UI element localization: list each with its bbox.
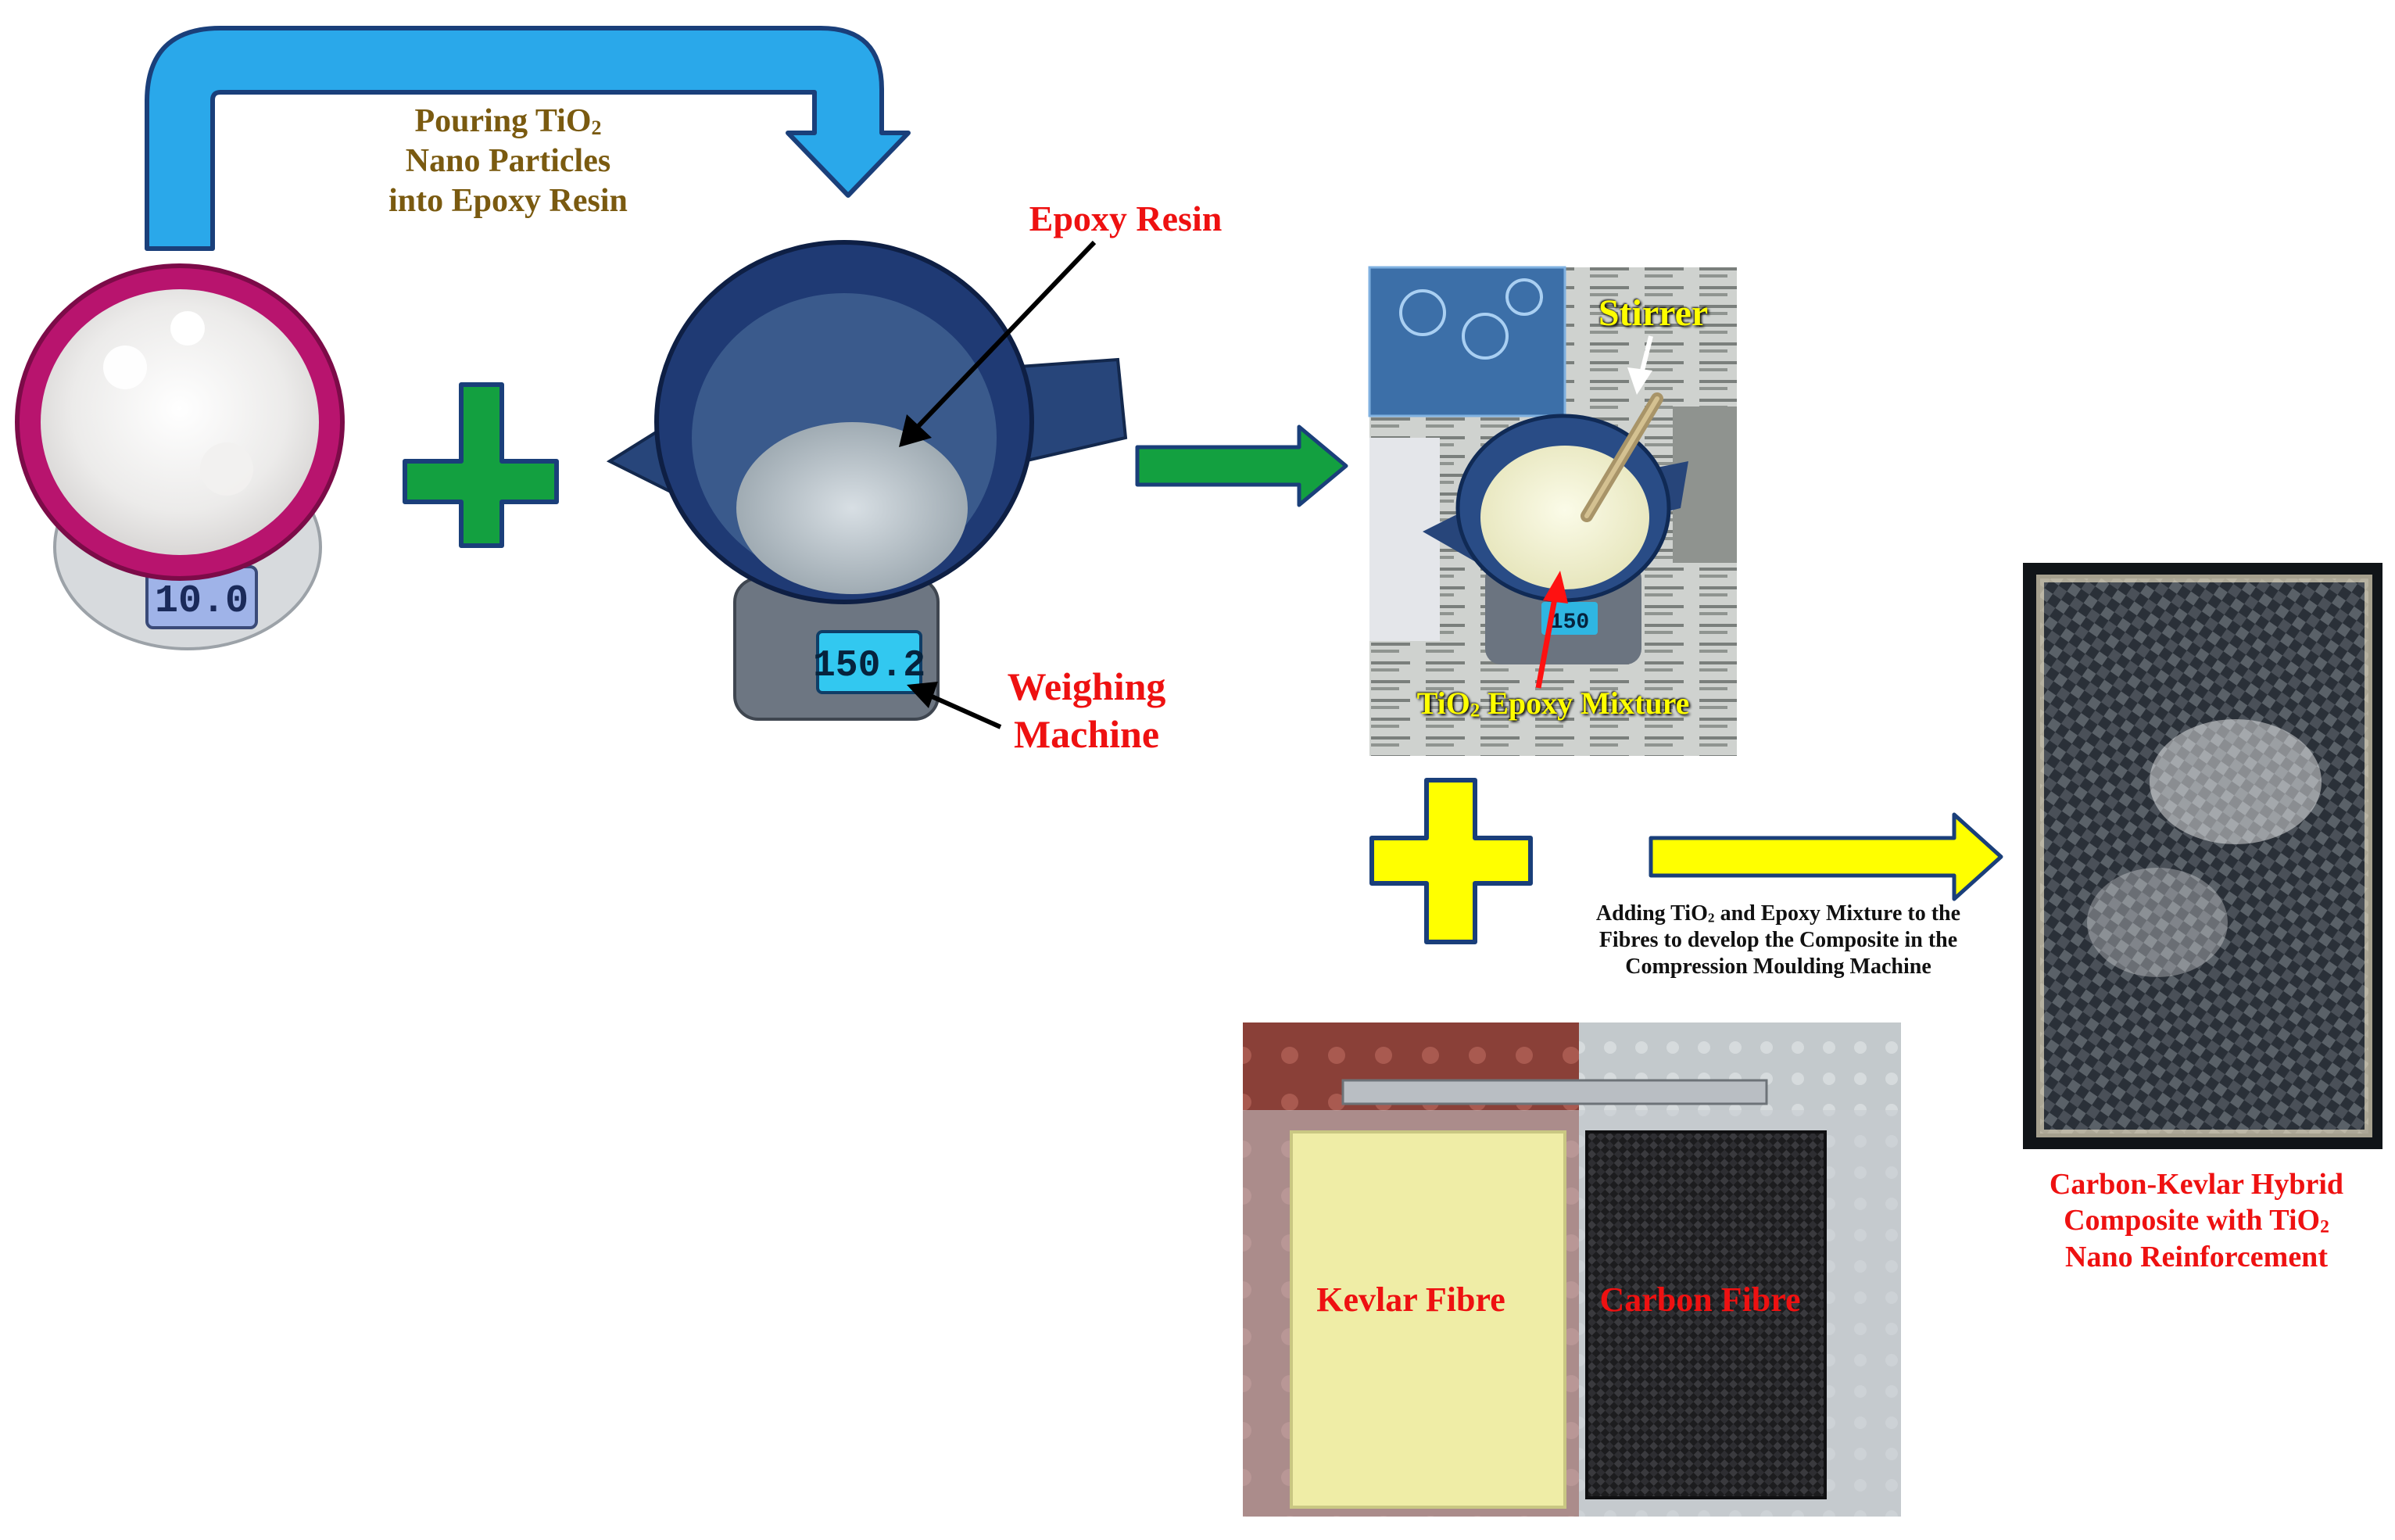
- composite-glare: [2150, 719, 2322, 844]
- result-label-subscript: 2: [2320, 1216, 2329, 1237]
- steel-ruler: [1341, 1079, 1768, 1105]
- mixture-label-pre: TiO: [1416, 686, 1470, 721]
- mixture-label-subscript: 2: [1470, 700, 1480, 722]
- result-label-line2-pre: Composite with TiO: [2064, 1204, 2321, 1237]
- result-label-line3: Nano Reinforcement: [2065, 1240, 2328, 1273]
- adding-label-line2: Fibres to develop the Composite in the: [1598, 928, 1958, 953]
- carbon-fabric: [1585, 1130, 1827, 1499]
- green-right-arrow: [1135, 424, 1348, 507]
- pour-arrow-shape: [145, 26, 911, 251]
- kevlar-fibre-label: Kevlar Fibre: [1316, 1280, 1505, 1319]
- weighing-machine-pointer: [907, 682, 1002, 729]
- resin-scale-readout: 150.2: [813, 645, 925, 687]
- powder-scale-readout: 10.0: [155, 579, 249, 624]
- epoxy-jug-on-scale-photo: 150.2: [606, 240, 1128, 721]
- epoxy-resin-pointer: [899, 240, 1097, 447]
- jug-scale-display: [816, 630, 922, 694]
- kevlar-fabric: [1290, 1130, 1566, 1509]
- pouring-label-subscript: 2: [591, 116, 602, 139]
- adding-label-subscript: 2: [1707, 910, 1715, 926]
- carbon-fibre-label: Carbon Fibre: [1599, 1280, 1801, 1319]
- weighing-machine-label: Weighing Machine: [969, 663, 1204, 758]
- fibres-photo: [1243, 1022, 1901, 1517]
- weighing-label-line1: Weighing: [1007, 664, 1166, 708]
- stirrer-pointer: [1627, 335, 1653, 395]
- mixture-label-post: Epoxy Mixture: [1480, 686, 1690, 721]
- pour-arrow: [145, 26, 911, 251]
- mixture-photo: 150: [1368, 266, 1737, 756]
- yellow-right-arrow: [1649, 812, 2003, 901]
- yellow-plus-sign: [1369, 778, 1533, 944]
- weighing-label-line2: Machine: [1013, 712, 1160, 756]
- green-plus-sign: [403, 382, 559, 548]
- mixture-scale-display: [1541, 602, 1598, 635]
- composite-photo: [2023, 563, 2382, 1149]
- epoxy-resin-liquid: [736, 422, 968, 594]
- epoxy-resin-label: Epoxy Resin: [1029, 199, 1223, 238]
- result-composite-label: Carbon-Kevlar Hybrid Composite with TiO2…: [2001, 1166, 2392, 1275]
- mixture-pointer: [1535, 571, 1568, 689]
- pouring-label-line3: into Epoxy Resin: [388, 183, 628, 220]
- pouring-label-line2: Nano Particles: [405, 143, 611, 180]
- adding-mixture-label: Adding TiO2 and Epoxy Mixture to the Fib…: [1555, 901, 2001, 980]
- stirrer-label: Stirrer: [1598, 292, 1709, 334]
- mixture-label: TiO2 Epoxy Mixture: [1369, 685, 1737, 723]
- result-label-line1: Carbon-Kevlar Hybrid: [2049, 1168, 2344, 1201]
- adding-label-line3: Compression Moulding Machine: [1625, 954, 1931, 980]
- pouring-label: Pouring TiO2 Nano Particles into Epoxy R…: [336, 102, 680, 222]
- adding-label-line1-pre: Adding TiO: [1595, 901, 1708, 926]
- composite-plate: [2040, 578, 2368, 1134]
- powder-on-scale-photo: 10.0: [15, 263, 345, 650]
- mixture-scale-readout: 150: [1550, 611, 1589, 635]
- tio2-epoxy-mixture: [1480, 446, 1649, 589]
- pouring-label-line1: Pouring TiO: [414, 103, 592, 139]
- adding-label-line1-post: and Epoxy Mixture to the: [1714, 901, 1961, 926]
